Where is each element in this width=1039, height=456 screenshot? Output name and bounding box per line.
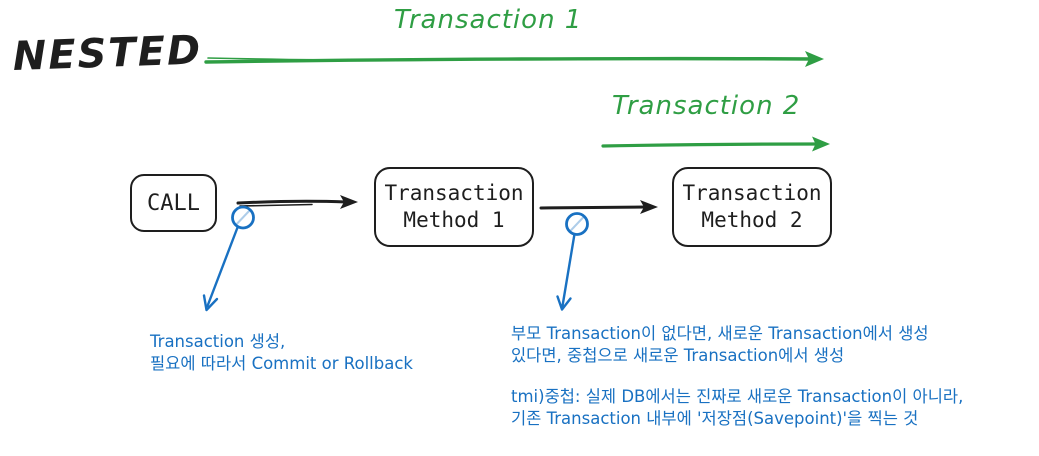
method1-tmi-annotation-line2: 기존 Transaction 내부에 '저장점(Savepoint)'을 찍는 … [511,409,919,428]
transaction2-arrow [601,136,830,152]
transaction-method1-label-line2: Method 1 [403,208,505,232]
transaction-method2-label-line2: Method 2 [701,208,803,232]
method1-note-pointer-arrow [556,232,576,311]
transaction-method2-box: Transaction Method 2 [672,167,832,247]
method1-annotation: 부모 Transaction이 없다면, 새로운 Transaction에서 생… [511,323,929,367]
call-note-pointer-arrow [202,226,239,312]
slashed-circle-icon [231,205,255,230]
transaction-method1-box: Transaction Method 1 [374,167,534,247]
call-annotation: Transaction 생성, 필요에 따라서 Commit or Rollba… [150,331,413,375]
call-box-label: CALL [147,190,200,216]
call-box: CALL [130,174,217,232]
method1-annotation-line1: 부모 Transaction이 없다면, 새로운 Transaction에서 생… [511,324,929,343]
call-to-method1-arrow [236,195,358,209]
method1-tmi-annotation-line1: tmi)중첩: 실제 DB에서는 진짜로 새로운 Transaction이 아니… [511,387,964,406]
transaction1-arrow [204,51,824,67]
method1-to-method2-arrow [539,200,658,214]
transaction-method2-label-line1: Transaction [682,181,822,205]
method1-tmi-annotation: tmi)중첩: 실제 DB에서는 진짜로 새로운 Transaction이 아니… [511,386,963,430]
method1-annotation-line2: 있다면, 중첩으로 새로운 Transaction에서 생성 [511,346,845,365]
call-annotation-line1: Transaction 생성, [150,332,286,351]
transaction2-label: Transaction 2 [612,91,801,121]
transaction1-label: Transaction 1 [394,5,583,35]
diagram-title: NESTED [12,27,203,80]
slashed-circle-icon [565,212,589,236]
call-annotation-line2: 필요에 따라서 Commit or Rollback [150,354,413,373]
transaction-method1-label-line1: Transaction [384,181,524,205]
